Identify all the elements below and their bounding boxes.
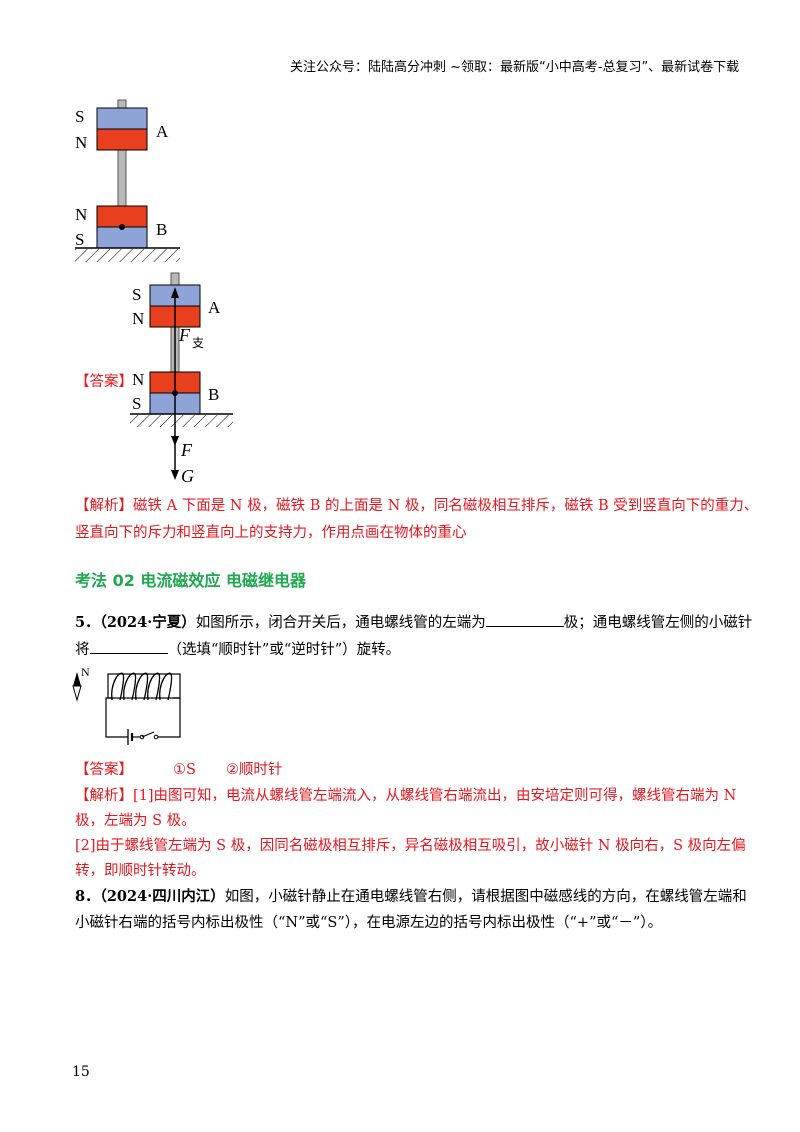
magnet-b-s xyxy=(96,226,148,249)
compass-needle-n xyxy=(73,672,81,686)
label-g: G xyxy=(181,466,194,486)
label-n-bottom: N xyxy=(132,370,144,389)
q8-number: 8． xyxy=(75,888,100,905)
figure-magnets-answer: S N A F 支 N S B F G xyxy=(130,272,233,486)
analysis4-text1: 磁铁 A 下面是 N 极，磁铁 B 的上面是 N 极，同名磁极相互排斥，磁铁 B… xyxy=(133,498,759,514)
label-f-support: F xyxy=(178,325,191,345)
down-arrowhead-2 xyxy=(171,470,179,480)
label-n-top: N xyxy=(132,309,144,328)
analysis4-tag: 【解析】 xyxy=(75,498,133,514)
q5-text2b: （选填“顺时针”或“逆时针”）旋转。 xyxy=(167,642,401,658)
down-arrowhead-1 xyxy=(171,436,179,446)
analysis5-text1: [1]由图可知，电流从螺线管左端流入，从螺线管右端流出，由安培定则可得，螺线管右… xyxy=(133,788,737,804)
q8-line1: 8．（2024·四川内江）如图，小磁针静止在通电螺线管右侧，请根据图中磁感线的方… xyxy=(75,886,747,908)
answer4-tag: 【答案】 xyxy=(75,374,133,390)
analysis5-line1: 【解析】[1]由图可知，电流从螺线管左端流入，从螺线管右端流出，由安培定则可得，… xyxy=(75,785,736,807)
section-title: 考法 02 电流磁效应 电磁继电器 xyxy=(75,571,306,590)
wire-right xyxy=(156,697,181,738)
magnet-a-n xyxy=(96,128,148,151)
label-s-top: S xyxy=(75,107,84,126)
analysis5-line2: 极，左端为 S 极。 xyxy=(75,813,196,829)
q5-source: （2024·宁夏） xyxy=(99,614,196,631)
magnet-b-n xyxy=(96,205,148,228)
support-arrowhead xyxy=(171,287,179,298)
answer5-line: 【答案】 ①S ②顺时针 xyxy=(75,759,282,781)
ground-hatch xyxy=(130,415,233,427)
label-n-bottom: N xyxy=(75,205,87,224)
label-support-sub: 支 xyxy=(192,336,204,350)
label-s-bottom: S xyxy=(75,230,84,249)
switch-contact xyxy=(153,734,159,740)
analysis5-line3: [2]由于螺线管左端为 S 极，因同名磁极相互排斥，异名磁极相互吸引，故小磁针 … xyxy=(75,838,746,854)
label-n-top: N xyxy=(75,133,87,152)
q8-line2: 小磁针右端的括号内标出极性（“N”或“S”），在电源左边的括号内标出极性（“+”… xyxy=(75,915,663,931)
q8-text1: 如图，小磁针静止在通电螺线管右侧，请根据图中磁感线的方向，在螺线管左端和 xyxy=(224,889,747,905)
magnet-a-s xyxy=(96,107,148,130)
answer5-a2: ②顺时针 xyxy=(225,762,283,778)
header-note: 关注公众号：陆陆高分冲刺 ~领取：最新版“小中高考-总复习”、最新试卷下载 xyxy=(290,60,740,75)
solenoid-coils xyxy=(111,672,173,701)
q5-number: 5． xyxy=(75,614,100,631)
label-a: A xyxy=(208,298,221,317)
analysis5-line4: 转，即顺时针转动。 xyxy=(75,863,206,879)
q8-source: （2024·四川内江） xyxy=(99,888,225,905)
switch-blade xyxy=(141,731,155,738)
label-b: B xyxy=(156,220,167,239)
ground-hatch xyxy=(75,249,180,262)
answer5-tag: 【答案】 xyxy=(75,762,133,778)
label-b: B xyxy=(208,385,219,404)
center-dot xyxy=(172,390,178,396)
answer5-a1: ①S xyxy=(173,762,196,778)
q5-text2a: 将 xyxy=(75,642,90,658)
q5-line1: 5．（2024·宁夏）如图所示，闭合开关后，通电螺线管的左端为 极；通电螺线管左侧… xyxy=(75,612,752,634)
q5-blank2 xyxy=(89,639,168,654)
q5-text1b: 极；通电螺线管左侧的小磁针 xyxy=(563,615,753,631)
q5-blank1 xyxy=(485,612,564,627)
label-s-bottom: S xyxy=(132,394,141,413)
needle-label: N xyxy=(81,665,90,679)
analysis4-line2: 竖直向下的斥力和竖直向上的支持力，作用点画在物体的重心 xyxy=(75,525,467,541)
q5-text1: 如图所示，闭合开关后，通电螺线管的左端为 xyxy=(195,615,486,631)
figure-solenoid-circuit: N xyxy=(72,665,181,745)
label-s-top: S xyxy=(132,285,141,304)
compass-needle-s xyxy=(72,685,82,702)
label-f: F xyxy=(180,440,193,460)
analysis5-tag: 【解析】 xyxy=(75,788,133,804)
analysis4-line1: 【解析】磁铁 A 下面是 N 极，磁铁 B 的上面是 N 极，同名磁极相互排斥，… xyxy=(75,495,758,517)
center-dot xyxy=(119,224,125,230)
label-a: A xyxy=(156,122,169,141)
q5-line2: 将 （选填“顺时针”或“逆时针”）旋转。 xyxy=(75,639,400,661)
wire-left xyxy=(105,697,128,738)
figure-magnets-question: S N A N S B xyxy=(75,99,180,262)
page-number: 15 xyxy=(72,1064,90,1080)
